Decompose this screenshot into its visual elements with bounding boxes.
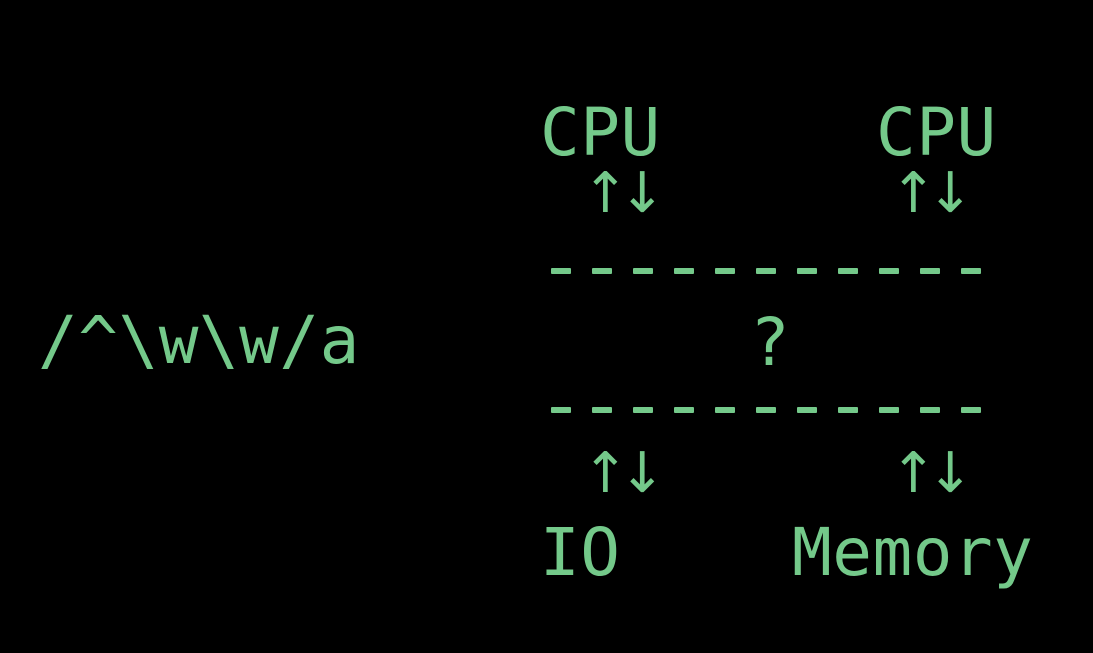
dash-segment	[786, 407, 827, 413]
dash-segment	[909, 407, 950, 413]
unknown-interconnect-label: ?	[750, 304, 791, 381]
dash-segment	[909, 268, 950, 274]
bidirectional-arrow-icon: ↑↓	[582, 161, 666, 226]
bus-top-divider	[540, 268, 991, 274]
dash-segment	[663, 268, 704, 274]
dash-segment	[704, 407, 745, 413]
regex-text: /^\w\w/a	[38, 302, 360, 379]
dash-segment	[950, 407, 991, 413]
dash-segment	[540, 407, 581, 413]
dash-segment	[704, 268, 745, 274]
io-label: IO	[540, 514, 621, 591]
dash-segment	[622, 268, 663, 274]
dash-segment	[868, 407, 909, 413]
dash-segment	[745, 268, 786, 274]
dash-segment	[868, 268, 909, 274]
memory-label: Memory	[792, 514, 1034, 591]
dash-segment	[745, 407, 786, 413]
dash-segment	[581, 407, 622, 413]
dash-segment	[827, 407, 868, 413]
cpu-label-right: CPU	[876, 94, 997, 171]
bidirectional-arrow-icon: ↑↓	[582, 441, 666, 506]
dash-segment	[540, 268, 581, 274]
dash-segment	[622, 407, 663, 413]
dash-segment	[663, 407, 704, 413]
bidirectional-arrow-icon: ↑↓	[890, 441, 974, 506]
bidirectional-arrow-icon: ↑↓	[890, 161, 974, 226]
bus-bottom-divider	[540, 407, 991, 413]
dash-segment	[950, 268, 991, 274]
cpu-label-left: CPU	[540, 94, 661, 171]
dash-segment	[581, 268, 622, 274]
dash-segment	[827, 268, 868, 274]
dash-segment	[786, 268, 827, 274]
